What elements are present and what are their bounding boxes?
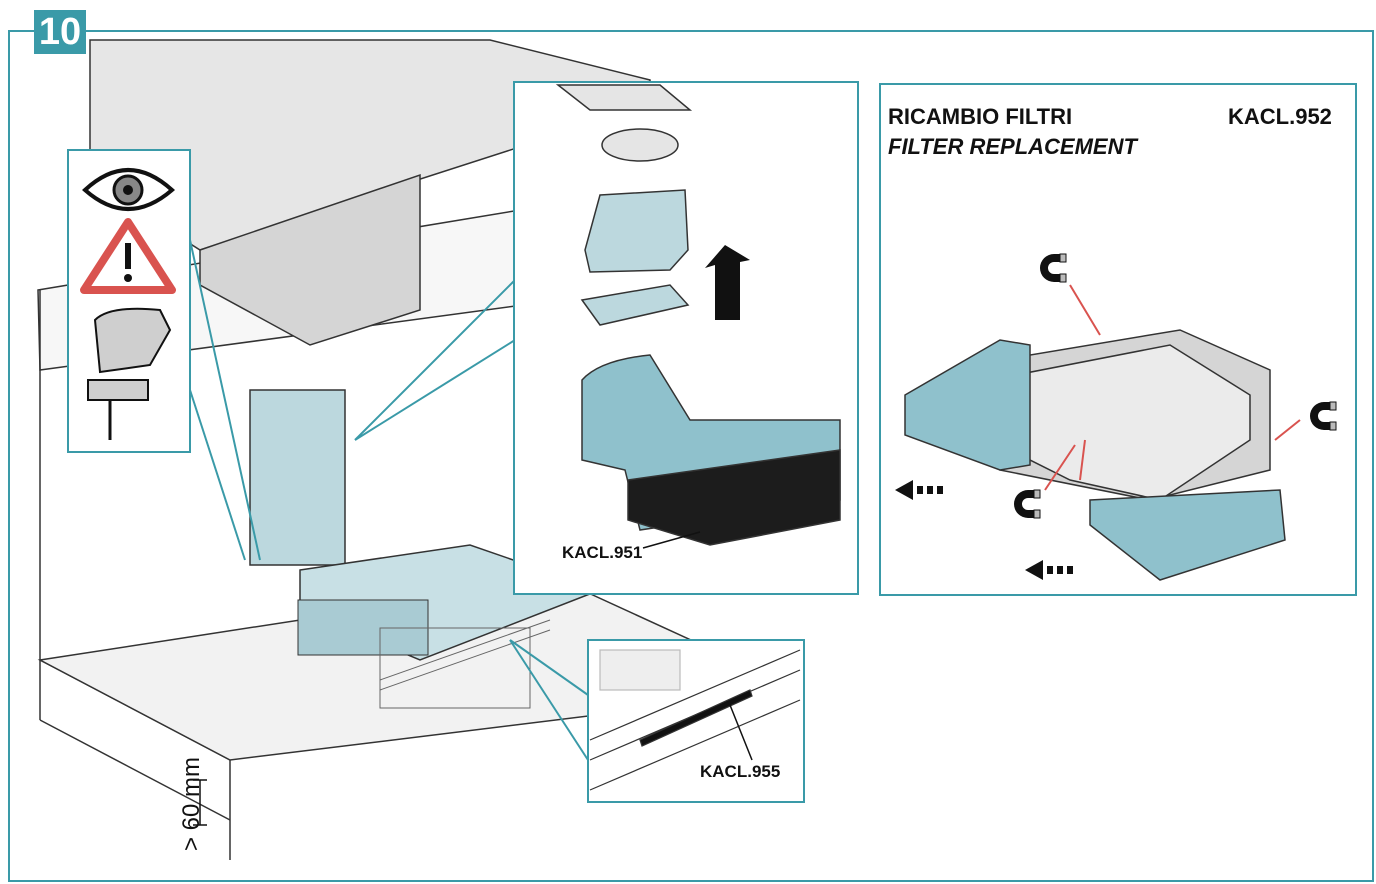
eye-icon (82, 168, 176, 211)
plinth-parts (589, 649, 801, 791)
arrow-icon (705, 245, 750, 320)
warning-icon (80, 218, 176, 294)
leader-lines (189, 239, 589, 761)
jigsaw-icon (87, 307, 172, 440)
dimension-line (193, 779, 207, 826)
filter-panel-code: KACL.952 (1228, 104, 1332, 129)
duct-parts (555, 84, 841, 546)
filter-panel-title-it: RICAMBIO FILTRI (888, 104, 1073, 129)
duct-kit-code: KACL.951 (562, 543, 643, 562)
diagram-frame (8, 30, 1374, 882)
plinth-grille-code: KACL.955 (700, 762, 781, 781)
magnet-pointers (1044, 284, 1301, 491)
filter-panel-title-en: FILTER REPLACEMENT (888, 134, 1137, 159)
step-number-badge: 10 (34, 10, 86, 54)
dimension-label: > 60 mm (178, 756, 206, 852)
